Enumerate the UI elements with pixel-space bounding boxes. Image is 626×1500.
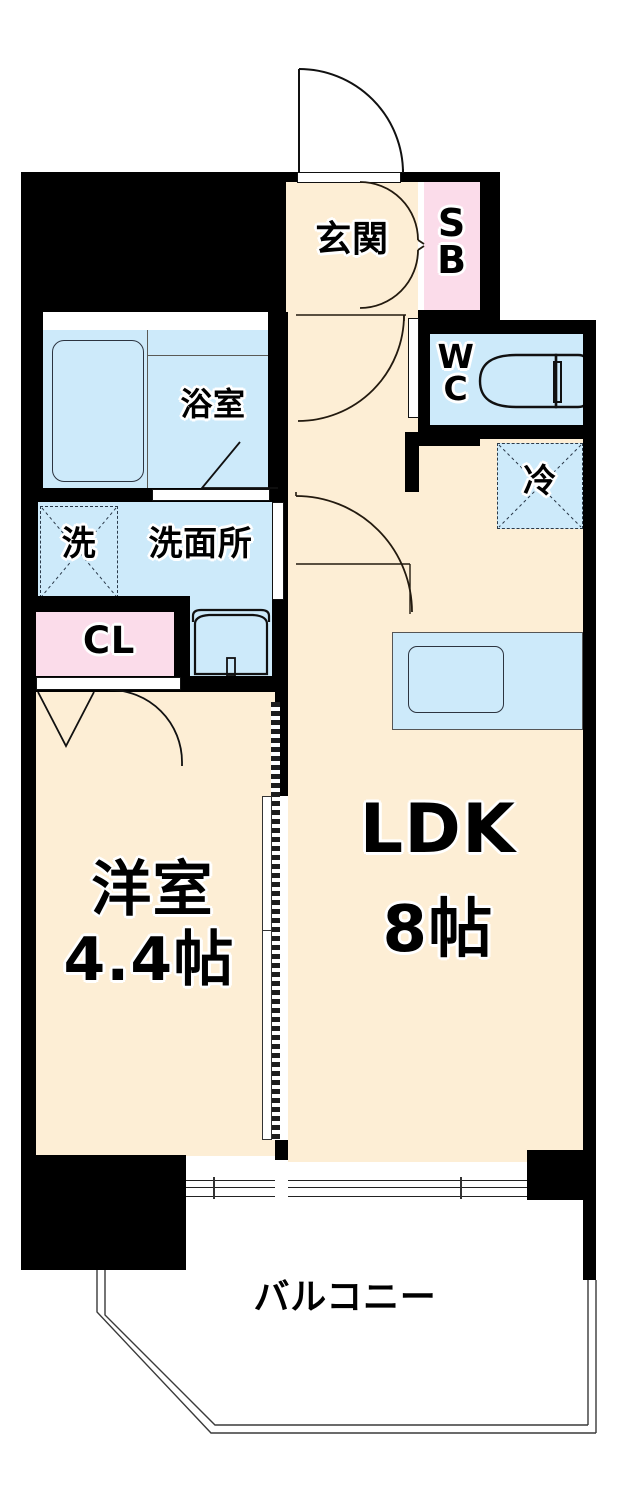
wall-closet-top [21,596,189,612]
room-bedroom [36,686,275,1156]
ldk-window-mullion [288,1187,527,1189]
bedroom-window-rail [213,1177,215,1199]
label-ldk-area: 8帖 [382,893,494,967]
room-shoe-box [424,180,480,310]
label-genkan: 玄関 [315,219,389,260]
room-closet [36,608,181,686]
label-washer: 洗 [61,524,97,564]
wall-vanity-left [174,596,190,692]
bedroom-window-mullion [186,1187,275,1189]
wall-ldk-right [583,439,596,1162]
wall-bottom-right-stub [583,1150,596,1280]
wall-washroom-left [21,500,38,610]
closet-folding-door[interactable] [34,690,194,760]
wall-hall-right-upper [405,432,480,446]
label-bedroom-name: 洋室 [91,855,214,925]
kitchen-counter [392,632,583,730]
washroom-door-panel [272,502,284,600]
wall-bedroom-right-lower [275,1140,288,1160]
hall-door[interactable] [296,313,421,433]
room-genkan [286,180,418,310]
wall-bottom-left-block [21,1155,186,1270]
ldk-window-rail [460,1177,462,1199]
bathroom-door[interactable] [198,440,288,492]
washroom-door[interactable] [278,492,418,622]
refrigerator-icon [497,443,583,529]
sliding-door-panel-lower [262,930,272,1140]
closet-threshold [36,677,181,690]
room-ldk [288,432,583,1162]
bedroom-door[interactable] [108,688,203,778]
shoe-box-door[interactable] [356,180,436,310]
label-bathroom: 浴室 [180,385,246,423]
label-refrigerator: 冷 [523,461,557,500]
wall-wc-left [418,320,430,440]
label-bedroom-area: 4.4帖 [63,925,235,995]
kitchen-sink-icon [408,646,504,713]
label-wc: W C [437,337,475,409]
washing-machine-icon [40,506,118,598]
bedroom-balcony-window[interactable] [186,1180,275,1197]
wall-bath-left [21,312,43,502]
wall-wc-top [418,320,596,334]
wall-vanity-bottom [174,676,286,692]
wall-sb-right [480,172,500,332]
hall-door-panel [408,318,419,418]
bathtub-icon [52,340,144,482]
bathroom-shelf [147,355,271,357]
label-closet: CL [82,619,136,662]
ldk-balcony-window[interactable] [288,1180,527,1197]
label-shoe-box: S B [437,201,467,283]
room-entry-hall [286,310,418,432]
wall-wc-right [583,320,596,440]
wall-hall-right [405,432,419,492]
label-balcony: バルコニー [253,1277,437,1318]
wall-upper-left-block [21,172,286,312]
label-ldk-name: LDK [359,790,517,869]
bathroom-divider [147,330,149,490]
bathroom-threshold [152,489,270,501]
entrance-door[interactable] [293,65,423,185]
entrance-threshold [297,172,401,183]
room-bathroom [43,330,271,490]
label-washstand: 洗面所 [148,524,253,564]
ldk-bedroom-sliding-door[interactable] [271,702,280,1140]
toilet-icon [478,353,590,409]
